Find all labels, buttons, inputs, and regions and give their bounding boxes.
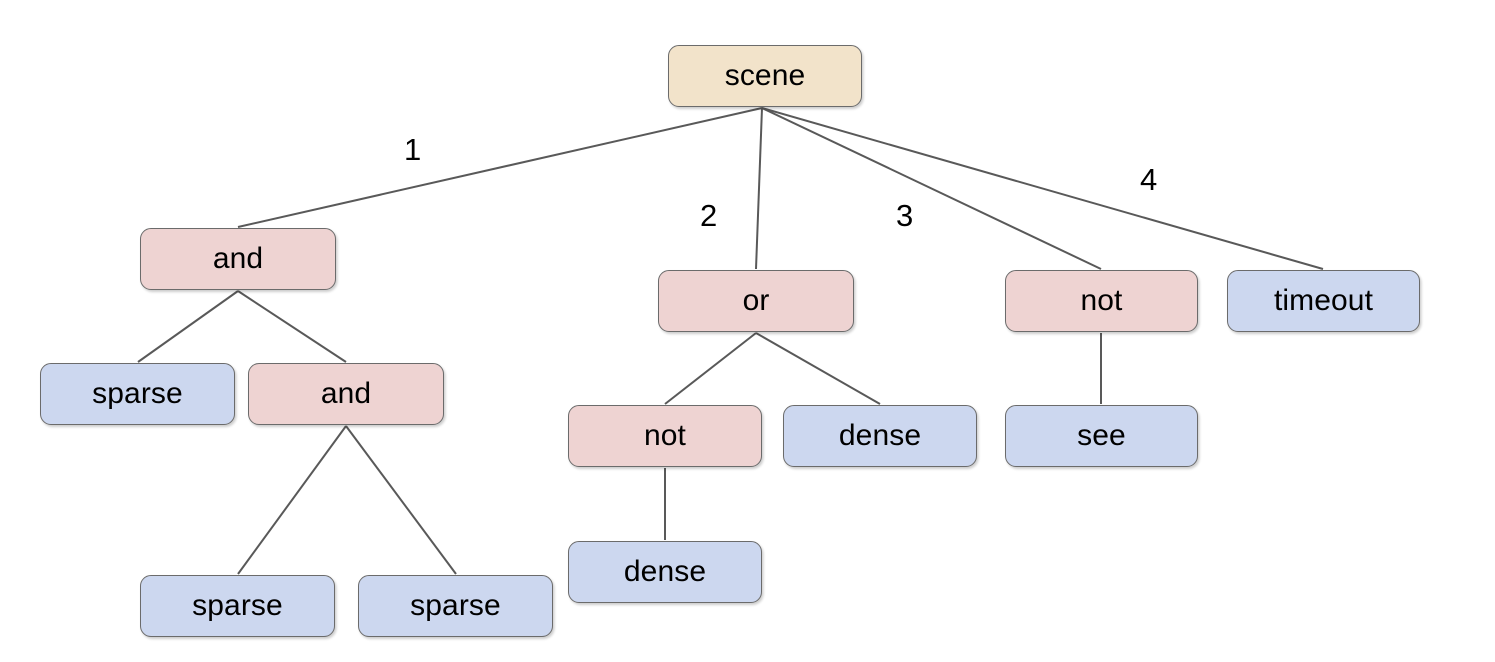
edge-label-2: 2 [700, 198, 718, 233]
tree-node-label: see [1077, 419, 1126, 452]
tree-node-not1[interactable]: not [568, 405, 762, 467]
tree-node-sparse1[interactable]: sparse [40, 363, 235, 425]
tree-node-scene[interactable]: scene [668, 45, 862, 107]
tree-node-dense1[interactable]: dense [783, 405, 977, 467]
tree-node-not2[interactable]: not [1005, 270, 1198, 332]
tree-node-or1[interactable]: or [658, 270, 854, 332]
tree-edge-and2-sparse2 [237, 425, 347, 575]
tree-node-see1[interactable]: see [1005, 405, 1198, 467]
edge-label-3: 3 [896, 198, 914, 233]
tree-node-sparse2[interactable]: sparse [140, 575, 335, 637]
tree-edge-and2-sparse3 [345, 425, 457, 575]
tree-node-label: and [320, 377, 372, 410]
tree-node-label: or [742, 284, 770, 317]
tree-node-label: dense [623, 555, 707, 588]
tree-node-label: dense [838, 419, 922, 452]
tree-edge-scene-not2 [761, 107, 1102, 270]
tree-edge-or1-dense1 [755, 332, 881, 405]
tree-edge-and1-and2 [237, 290, 347, 363]
tree-edge-and1-sparse1 [137, 290, 239, 363]
tree-node-label: sparse [192, 589, 283, 622]
tree-node-sparse3[interactable]: sparse [358, 575, 553, 637]
tree-node-label: scene [724, 59, 806, 92]
tree-node-label: timeout [1273, 284, 1374, 317]
tree-node-label: sparse [92, 377, 183, 410]
tree-edge-scene-or1 [755, 107, 763, 270]
tree-node-and1[interactable]: and [140, 228, 336, 290]
tree-node-label: not [1080, 284, 1123, 317]
tree-node-dense2[interactable]: dense [568, 541, 762, 603]
tree-edge-scene-timeout1 [761, 107, 1324, 270]
tree-node-and2[interactable]: and [248, 363, 444, 425]
tree-edge-scene-and1 [237, 107, 763, 228]
tree-edge-or1-not1 [664, 332, 757, 405]
tree-node-label: not [643, 419, 686, 452]
tree-node-label: sparse [410, 589, 501, 622]
edge-label-4: 4 [1140, 162, 1158, 197]
tree-node-timeout1[interactable]: timeout [1227, 270, 1420, 332]
edge-label-1: 1 [404, 132, 422, 167]
tree-node-label: and [212, 242, 264, 275]
